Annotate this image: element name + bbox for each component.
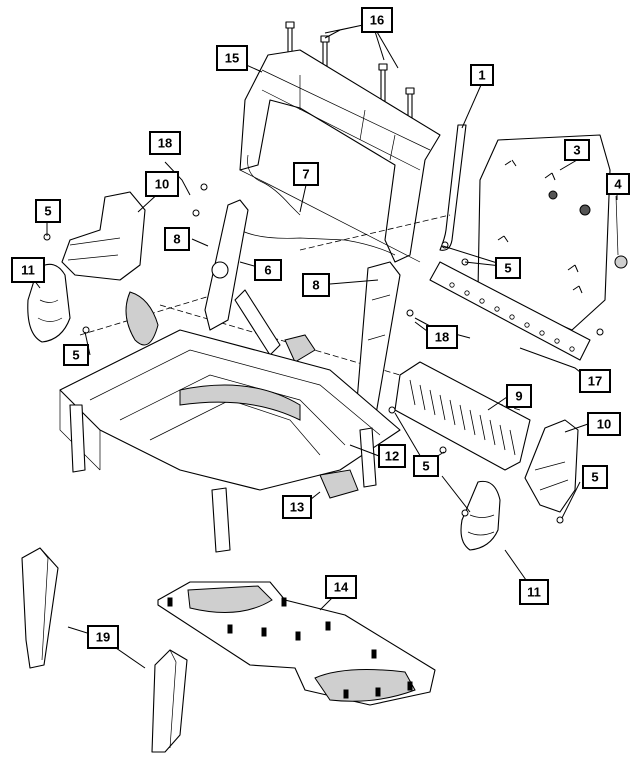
callout-17: 17 xyxy=(579,369,611,393)
callout-10-b: 10 xyxy=(587,412,621,436)
callout-19: 19 xyxy=(87,625,119,649)
callout-8-a: 8 xyxy=(164,227,190,251)
callout-1: 1 xyxy=(470,64,494,86)
svg-text:1: 1 xyxy=(478,68,485,83)
side-shield-left xyxy=(61,191,159,346)
seat-belt-buckle xyxy=(234,289,316,363)
callout-4: 4 xyxy=(606,173,630,195)
svg-text:11: 11 xyxy=(21,263,35,278)
seat-legs xyxy=(69,404,377,553)
svg-text:8: 8 xyxy=(312,278,319,293)
svg-text:5: 5 xyxy=(422,459,429,474)
svg-text:11: 11 xyxy=(527,585,541,600)
hinge-cover-right xyxy=(460,480,501,551)
callout-15: 15 xyxy=(216,45,248,71)
callout-3: 3 xyxy=(564,139,590,161)
svg-text:12: 12 xyxy=(385,449,399,464)
side-shield-right xyxy=(524,419,579,513)
callout-13: 13 xyxy=(282,495,312,519)
callout-18-b: 18 xyxy=(426,325,458,349)
svg-text:18: 18 xyxy=(435,330,449,345)
svg-text:6: 6 xyxy=(264,263,271,278)
floor-cover xyxy=(157,581,436,706)
callout-11-a: 11 xyxy=(11,257,45,283)
svg-text:8: 8 xyxy=(173,232,180,247)
bolt-group-16 xyxy=(285,21,415,125)
svg-text:14: 14 xyxy=(334,580,349,595)
svg-text:5: 5 xyxy=(504,261,511,276)
svg-text:10: 10 xyxy=(155,177,169,192)
callout-5-a: 5 xyxy=(35,199,61,223)
svg-text:17: 17 xyxy=(588,374,602,389)
side-trim-panels xyxy=(21,547,188,753)
svg-text:9: 9 xyxy=(515,389,522,404)
callout-7: 7 xyxy=(293,162,319,186)
callout-14: 14 xyxy=(325,575,357,599)
callout-6: 6 xyxy=(254,259,282,281)
seat-cushion-frame xyxy=(59,329,401,491)
svg-text:5: 5 xyxy=(72,348,79,363)
svg-text:4: 4 xyxy=(614,177,622,192)
callout-11-b: 11 xyxy=(519,579,549,605)
svg-text:7: 7 xyxy=(302,167,309,182)
svg-text:5: 5 xyxy=(44,204,51,219)
svg-text:18: 18 xyxy=(158,136,172,151)
callout-8-b: 8 xyxy=(302,273,330,297)
callout-16: 16 xyxy=(361,7,393,33)
callout-9: 9 xyxy=(506,384,532,408)
svg-text:10: 10 xyxy=(597,417,611,432)
svg-text:13: 13 xyxy=(290,500,304,515)
lower-hinge-bar xyxy=(429,261,591,361)
callout-5-d: 5 xyxy=(413,455,439,477)
rail-assembly-9 xyxy=(394,361,531,471)
strap-4 xyxy=(614,195,628,269)
svg-text:5: 5 xyxy=(591,470,598,485)
latch-13 xyxy=(319,469,359,499)
callout-5-b: 5 xyxy=(495,257,521,279)
assembly-guide-lines xyxy=(79,214,521,411)
side-post-left xyxy=(204,199,249,331)
callout-12: 12 xyxy=(378,444,406,468)
screws xyxy=(43,183,604,524)
svg-text:15: 15 xyxy=(225,51,239,66)
svg-text:3: 3 xyxy=(573,143,580,158)
svg-text:16: 16 xyxy=(370,13,384,28)
callout-5-e: 5 xyxy=(582,465,608,489)
trim-strip xyxy=(439,124,467,251)
callout-5-c: 5 xyxy=(63,344,89,366)
back-panel xyxy=(477,134,611,331)
callout-18-a: 18 xyxy=(149,131,181,155)
seat-back-frame xyxy=(239,49,441,263)
svg-text:19: 19 xyxy=(96,630,110,645)
hinge-cover-left xyxy=(27,263,71,343)
cable-7 xyxy=(239,154,396,256)
callout-10-a: 10 xyxy=(145,171,179,197)
